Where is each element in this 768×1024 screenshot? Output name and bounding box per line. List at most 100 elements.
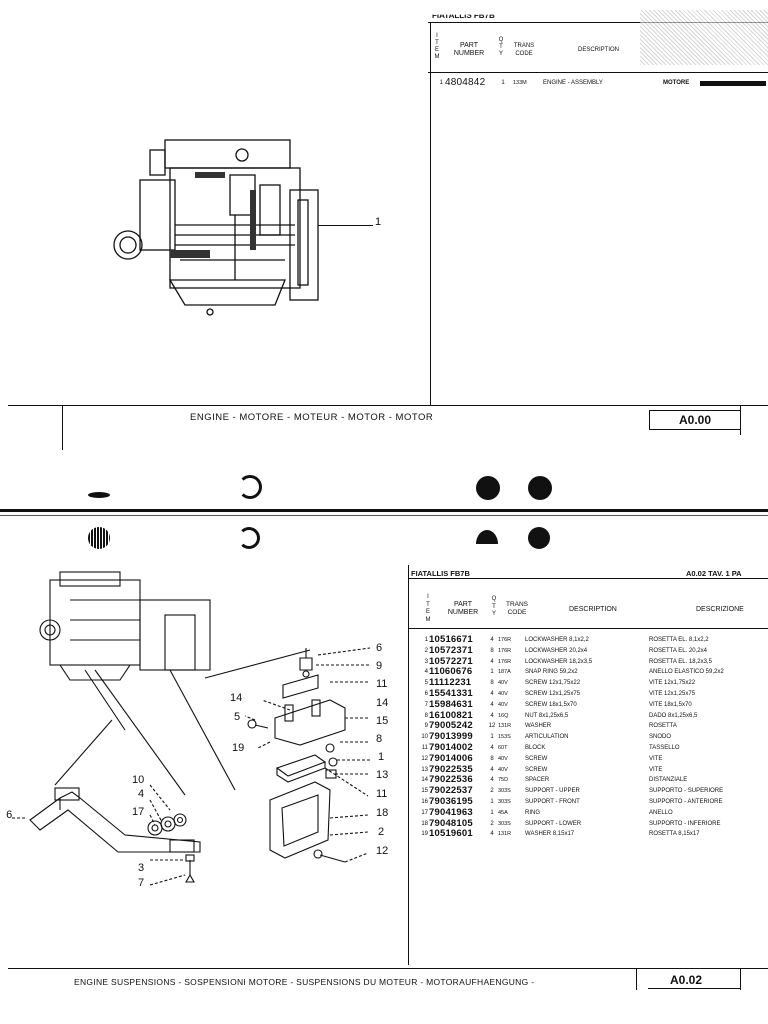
- cell-desc: SCREW 12x1,25x75: [525, 690, 581, 697]
- cell-descr: VITE: [649, 766, 663, 773]
- callout-10: 10: [132, 774, 145, 786]
- cell-descr: VITE: [649, 755, 663, 762]
- cell-trans: 40V: [498, 701, 508, 708]
- cell-desc: LOCKWASHER 8,1x2,2: [525, 637, 589, 643]
- engine-assembly-drawing: [113, 139, 319, 316]
- cell-part: 79041963: [429, 806, 473, 818]
- binder-hole: [88, 527, 110, 549]
- cell-item: 9: [424, 723, 428, 730]
- cell-item: 1: [424, 637, 428, 643]
- cell-descr: ROSETTA EL. 8,1x2,2: [649, 637, 709, 643]
- cell-descr: VITE 12x1,25x75: [649, 690, 696, 697]
- binder-hole: [476, 476, 500, 500]
- cell-part: 79022536: [429, 774, 473, 786]
- cell-item: 3: [424, 658, 428, 665]
- callout-2: 2: [378, 826, 385, 838]
- cell-part: 11060676: [429, 666, 473, 678]
- cell-desc: WASHER: [525, 723, 552, 730]
- bottom-hdr-description: DESCRIPTION: [569, 606, 617, 613]
- cell-item: 12: [421, 755, 428, 762]
- cell-desc: SCREW 18x1,5x70: [525, 701, 577, 708]
- cell-part: 79036195: [429, 795, 473, 807]
- cell-qty: 1: [490, 734, 494, 741]
- cell-descr: SNODO: [649, 734, 672, 741]
- callout-4: 4: [138, 788, 145, 800]
- callout-18: 18: [376, 807, 389, 819]
- cell-descr: DISTANZIALE: [649, 777, 688, 784]
- cell-trans: 153S: [498, 734, 511, 741]
- cell-descr: ROSETTA EL. 18,2x3,5: [649, 658, 712, 665]
- cell-qty: 12: [488, 723, 496, 730]
- cell-part: 79005242: [429, 720, 473, 732]
- cell-descr: DADO 8x1,25x6,5: [649, 712, 698, 719]
- binder-hole: [88, 492, 110, 498]
- cell-desc: SUPPORT - FRONT: [525, 798, 580, 805]
- cell-item: 8: [424, 712, 428, 719]
- cell-trans: 131R: [498, 831, 512, 838]
- callout-16: 16: [0, 809, 13, 821]
- table-row: 1 4804842 1 133M ENGINE - ASSEMBLY MOTOR…: [439, 77, 690, 88]
- cell-qty: 4: [490, 777, 494, 784]
- cell-desc: SPACER: [525, 777, 550, 784]
- callout-17: 17: [132, 806, 145, 818]
- callout-3: 3: [138, 862, 145, 874]
- cell-item: 19: [421, 831, 428, 838]
- cell-descr: ANELLO ELASTICO 59,2x2: [649, 669, 724, 676]
- cell-trans: 16Q: [498, 712, 509, 719]
- top-hdr-description: DESCRIPTION: [578, 47, 620, 53]
- bottom-footer-title: ENGINE SUSPENSIONS - SOSPENSIONI MOTORE …: [74, 977, 535, 987]
- cell-trans: 303S: [498, 788, 511, 795]
- cell-part: 10572271: [429, 655, 473, 667]
- cell-qty: 8: [490, 755, 494, 762]
- top-page-code: A0.00: [649, 410, 741, 430]
- cell-desc: WASHER 8,15x17: [525, 831, 575, 838]
- callout-12: 12: [376, 845, 389, 857]
- cell-desc: LOCKWASHER 20,2x4: [525, 647, 588, 654]
- cell-qty: 4: [490, 658, 494, 665]
- cell-descr: ROSETTA: [649, 723, 677, 730]
- cell-part: 15984631: [429, 698, 473, 710]
- cell-item: 14: [421, 777, 428, 784]
- cell-desc: RING: [525, 809, 540, 816]
- cell-descr: SUPPORTO - ANTERIORE: [649, 798, 723, 805]
- top-table-title: FIATALLIS FB7B: [432, 11, 495, 20]
- callout-8: 8: [376, 733, 383, 745]
- callout-5: 5: [234, 711, 241, 723]
- cell-item: 15: [421, 788, 428, 795]
- binder-hole: [528, 527, 550, 549]
- binder-hole: [476, 530, 498, 544]
- cell-descr: ROSETTA EL. 20,2x4: [649, 647, 707, 654]
- cell-descr: VITE 12x1,75x22: [649, 680, 696, 687]
- cell-desc: SCREW 12x1,75x22: [525, 680, 581, 687]
- cell-part: 79022537: [429, 785, 473, 797]
- cell-qty: 4: [490, 744, 494, 751]
- binder-hole: [528, 476, 552, 500]
- callout-9: 9: [376, 660, 383, 672]
- cell-qty: 4: [490, 831, 494, 838]
- cell-descr: ANELLO: [649, 809, 673, 816]
- cell-item: 6: [424, 690, 428, 697]
- bottom-hdr-descrizione: DESCRIZIONE: [696, 606, 744, 613]
- cell-descr: SUPPORTO - SUPERIORE: [649, 788, 724, 795]
- cell-part: 10516671: [429, 634, 473, 645]
- callout-11-upper: 11: [376, 678, 388, 690]
- cell-qty: 1: [490, 669, 494, 676]
- cell-qty: 2: [490, 820, 494, 827]
- callout-13: 13: [376, 769, 389, 781]
